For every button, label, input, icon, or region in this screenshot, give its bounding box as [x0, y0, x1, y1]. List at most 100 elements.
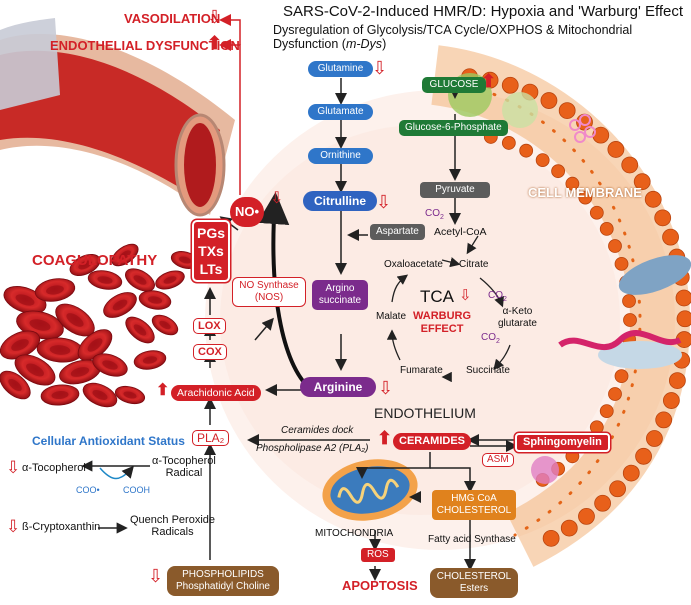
pgs-label: PGs [196, 225, 225, 241]
membrane-bead [668, 372, 686, 390]
tocopherol-down-arrow-icon: ⇩ [6, 458, 21, 477]
cox-box: COX [193, 344, 227, 360]
membrane-bead [592, 126, 610, 144]
phospholipids-box: PHOSPHOLIPIDS Phosphatidyl Choline [167, 566, 279, 596]
red-blood-cell-center [102, 360, 118, 370]
membrane-bead [654, 209, 672, 227]
red-blood-cell-center [159, 320, 171, 330]
fumarate-label: Fumarate [400, 365, 443, 376]
hmg-coa-box: HMG CoA CHOLESTEROL [432, 490, 516, 520]
red-blood-cell-center [78, 260, 92, 270]
tca-label: TCA [420, 287, 454, 306]
eicosanoids-box: PGs TXs LTs [192, 220, 230, 282]
membrane-bead [560, 519, 578, 537]
membrane-bead [675, 289, 691, 307]
no-radical-badge: NO• [230, 197, 264, 227]
membrane-bead [646, 430, 663, 447]
membrane-bead [599, 222, 614, 236]
citrulline-down-arrow-icon: ⇩ [376, 192, 392, 212]
g6p-pill: Glucose-6-Phosphate [399, 120, 508, 136]
red-blood-cell-center [8, 378, 22, 392]
tca-co2-1-label: CO2 [488, 290, 507, 303]
quench-radicals-label: Quench Peroxide Radicals [130, 514, 215, 538]
ceramides-up-arrow-icon: ⬆ [377, 428, 393, 448]
oxaloacetate-label: Oxaloacetate [384, 259, 443, 270]
membrane-bead [589, 420, 604, 435]
membrane-bead [623, 313, 637, 327]
lox-box: LOX [193, 318, 226, 334]
membrane-bead [622, 294, 636, 308]
apoptosis-label: APOPTOSIS [342, 578, 418, 593]
tca-co2-2-text: CO [481, 332, 496, 343]
cooh-label: COOH [123, 485, 150, 495]
membrane-bead [519, 143, 534, 158]
nos-line2: (NOS) [254, 292, 284, 303]
glucose-up-arrow-icon: ⬆ [481, 71, 497, 91]
tocopherol-radical-line1: α-Tocopherol [152, 455, 216, 467]
txs-label: TXs [198, 243, 224, 259]
endothelium-label: ENDOTHELIUM [374, 405, 476, 421]
red-blood-cell-center [51, 390, 69, 400]
alpha-keto-line2: glutarate [498, 318, 537, 329]
subtitle-end: ) [382, 37, 387, 51]
membrane-bead [635, 447, 652, 465]
warburg-effect-label: WARBURG EFFECT [413, 310, 471, 336]
tca-co2-2-label: CO2 [481, 332, 500, 345]
membrane-bead [609, 480, 626, 498]
arginine-down-arrow-icon: ⇩ [378, 378, 394, 398]
page-title: SARS-CoV-2-Induced HMR/D: Hypoxia and 'W… [283, 3, 684, 20]
red-blood-cell-center [66, 313, 84, 327]
aspartate-pill: Aspartate [370, 224, 425, 240]
membrane-bead [551, 164, 566, 179]
arachidonic-acid-pill: Arachidonic Acid [171, 385, 261, 401]
fatty-acid-synthase-label: Fatty acid Synthase [428, 534, 516, 545]
membrane-bead [608, 387, 622, 401]
hmg-line1: HMG CoA [451, 493, 497, 504]
membrane-bead [589, 205, 604, 220]
glucose-pill: GLUCOSE [422, 77, 486, 93]
succinate-label: Succinate [466, 365, 510, 376]
cryptoxanthin-down-arrow-icon: ⇩ [6, 517, 21, 536]
citrate-label: Citrate [459, 259, 489, 270]
membrane-bead [578, 507, 595, 525]
red-blood-cell-center [112, 299, 128, 311]
membrane-bead [614, 369, 629, 384]
red-blood-cell-center [70, 367, 90, 377]
pla2-box: PLA₂ [192, 430, 230, 446]
blood-vessel-graphic [0, 18, 235, 217]
membrane-bead [578, 190, 593, 205]
phospholipids-line2: Phosphatidyl Choline [176, 581, 270, 592]
membrane-bead [558, 102, 576, 119]
red-blood-cell-center [49, 345, 71, 355]
membrane-bead [621, 156, 639, 174]
argininosuccinate-box: Argino succinate [312, 280, 368, 310]
coo-label: COO• [76, 485, 100, 495]
glutamine-pill: Glutamine [308, 61, 373, 77]
quench-line1: Quench Peroxide [130, 514, 215, 526]
red-blood-cell-center [133, 324, 147, 336]
lts-label: LTs [199, 261, 223, 277]
mitochondrion-graphic [322, 459, 418, 521]
membrane-bead [501, 136, 516, 150]
argino-line1: Argino [325, 283, 355, 294]
tca-co2-1-text: CO [488, 290, 503, 301]
red-blood-cell-center [26, 363, 44, 377]
membrane-bead [540, 92, 558, 109]
subtitle-main: Dysregulation of Glycolysis/TCA Cycle/OX… [273, 23, 633, 51]
alpha-ketoglutarate-label: α-Keto glutarate [498, 306, 537, 330]
no-down-arrow-icon: ⇩ [270, 190, 284, 207]
red-blood-cell-center [178, 256, 192, 264]
membrane-bead [594, 494, 612, 512]
arginine-pill: Arginine [300, 377, 376, 397]
antioxidant-heading: Cellular Antioxidant Status [32, 434, 185, 448]
tca-down-arrow-icon: ⇩ [459, 287, 472, 304]
nos-line1: NO Synthase [239, 280, 299, 291]
nos-box: NO Synthase (NOS) [232, 277, 306, 307]
membrane-bead [599, 404, 614, 418]
chol-line2: Esters [459, 583, 489, 594]
argino-line2: succinate [318, 295, 362, 306]
glycolysis-co2-text: CO [425, 208, 440, 219]
red-blood-cell-center [11, 339, 29, 351]
red-blood-cell-center [133, 275, 147, 285]
